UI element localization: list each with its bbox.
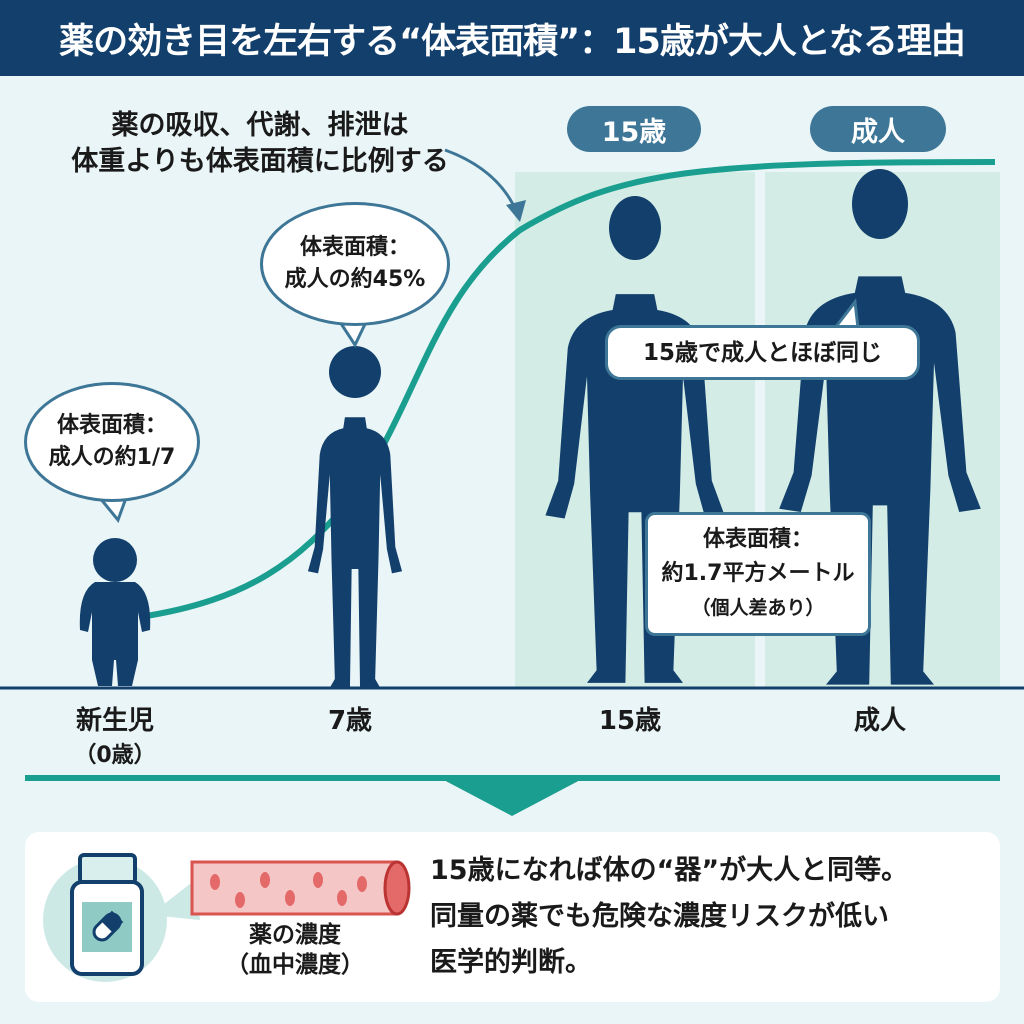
info-text: 約1.7平方メートル <box>661 561 855 586</box>
stage-adult: 成人 <box>853 706 906 736</box>
medicine-bottle-icon <box>70 853 144 976</box>
growth-curve <box>139 159 996 620</box>
bubble-text: 成人の約45% <box>284 267 426 292</box>
drug-sublabel: （血中濃度） <box>226 952 364 978</box>
stage-label: 新生児 <box>75 706 154 736</box>
stage-15: 15歳 <box>598 706 662 736</box>
bubble-text: 成人の約1/7 <box>48 445 176 470</box>
bubble-age7: 体表面積： 成人の約45% <box>260 202 450 326</box>
info-text: （個人差あり） <box>691 597 825 619</box>
conclusion-line1: 15歳になれば体の“器”が大人と同等。 <box>430 855 909 886</box>
annotation-text: 薬の吸収、代謝、排泄は 体重よりも体表面積に比例する <box>60 108 460 180</box>
drug-concentration-label: 薬の濃度 （血中濃度） <box>215 920 375 980</box>
conclusion-line2: 同量の薬でも危険な濃度リスクが低い <box>430 901 889 932</box>
drug-illustration <box>43 853 411 982</box>
conclusion-line3: 医学的判断。 <box>430 947 592 978</box>
title-banner: 薬の効き目を左右する“体表面積”：15歳が大人となる理由 <box>0 0 1024 76</box>
arrow-head-icon <box>506 200 526 222</box>
conclusion-text: 15歳になれば体の“器”が大人と同等。 同量の薬でも危険な濃度リスクが低い 医学… <box>430 848 908 986</box>
blood-vessel-icon <box>190 860 411 916</box>
bubble-same: 15歳で成人とほぼ同じ <box>605 325 920 380</box>
stage-newborn: 新生児 （0歳） <box>40 700 190 769</box>
pill-15: 15歳 <box>567 106 701 152</box>
adult-figure <box>779 169 981 685</box>
info-text: 体表面積： <box>702 527 813 552</box>
teen-15-figure <box>545 196 725 683</box>
page-title: 薬の効き目を左右する“体表面積”：15歳が大人となる理由 <box>59 21 966 62</box>
drug-label: 薬の濃度 <box>249 922 341 948</box>
stage-age7: 7歳 <box>327 706 373 736</box>
annotation-line2: 体重よりも体表面積に比例する <box>71 146 449 177</box>
info-box: 体表面積： 約1.7平方メートル （個人差あり） <box>645 512 871 636</box>
bubble-text: 体表面積： <box>56 413 167 438</box>
pill-adult: 成人 <box>810 106 946 152</box>
bubble-text: 体表面積： <box>299 235 410 260</box>
newborn-figure <box>79 538 151 686</box>
stage-sublabel: （0歳） <box>74 743 156 768</box>
child-7-figure <box>307 346 403 688</box>
bubble-newborn: 体表面積： 成人の約1/7 <box>24 382 200 502</box>
annotation-line1: 薬の吸収、代謝、排泄は <box>111 110 409 141</box>
down-arrow-icon <box>440 778 584 816</box>
